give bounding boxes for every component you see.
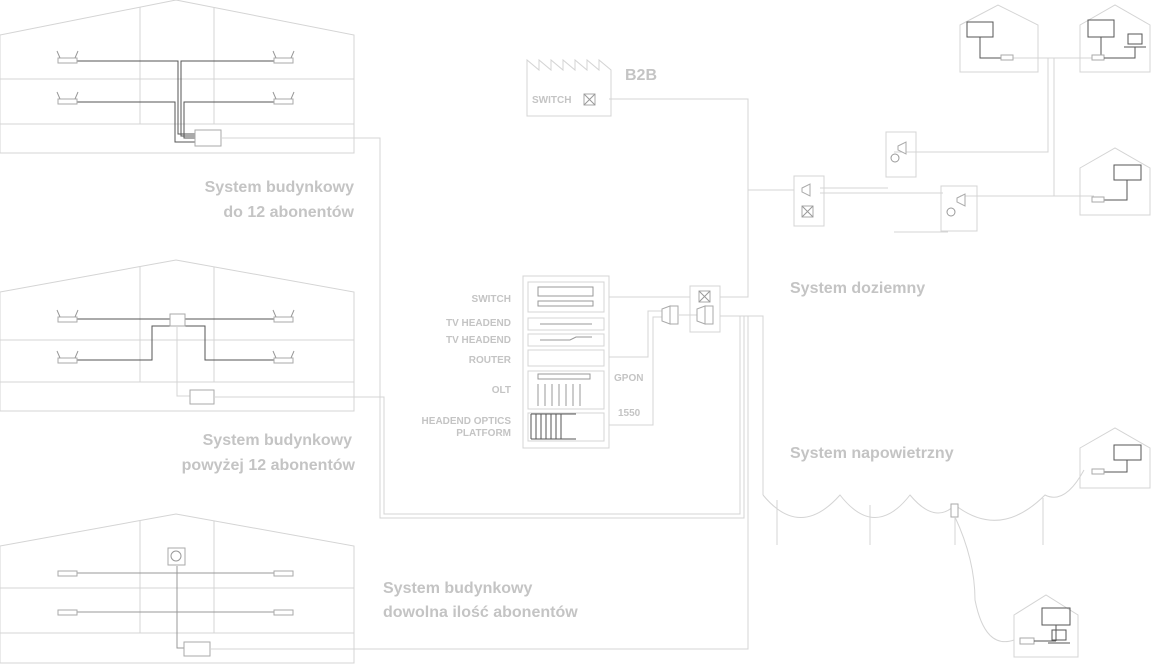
label-building2-line2: powyżej 12 abonentów <box>182 457 356 474</box>
rack-label-switch: SWITCH <box>472 294 511 305</box>
house <box>1079 147 1151 216</box>
house <box>1013 594 1079 658</box>
router-icon <box>57 570 78 577</box>
label-building1-line1: System budynkowy <box>205 179 354 196</box>
b2b-building <box>526 58 749 298</box>
building-1 <box>0 0 355 154</box>
rack-label-tv-headend-1: TV HEADEND <box>446 318 511 329</box>
aerial-network <box>762 469 1085 642</box>
label-1550: 1550 <box>618 408 641 419</box>
rack-label-headend-optics: HEADEND OPTICS <box>422 416 512 427</box>
house <box>1079 4 1151 73</box>
label-b2b: B2B <box>625 67 657 84</box>
label-aerial: System napowietrzny <box>790 445 954 462</box>
router-icon <box>56 91 79 105</box>
building-2 <box>0 259 355 412</box>
label-building2-line1: System budynkowy <box>203 432 352 449</box>
router-icon <box>56 350 79 364</box>
router-icon <box>272 50 295 64</box>
label-gpon: GPON <box>614 373 643 384</box>
rack-label-olt: OLT <box>492 385 511 396</box>
label-building3-line2: dowolna ilość abonentów <box>383 604 578 621</box>
router-icon <box>272 91 295 105</box>
underground-network <box>748 57 1094 233</box>
rack-label-platform: PLATFORM <box>456 428 511 439</box>
house <box>1079 427 1151 489</box>
router-icon <box>56 50 79 64</box>
label-building3-line1: System budynkowy <box>383 580 532 597</box>
router-icon <box>57 609 78 616</box>
label-underground: System doziemny <box>790 280 925 297</box>
rack-label-router: ROUTER <box>469 355 512 366</box>
building-3 <box>0 513 355 664</box>
router-icon <box>272 309 295 323</box>
router-icon <box>56 309 79 323</box>
router-icon <box>272 350 295 364</box>
label-b2b-switch: SWITCH <box>532 95 571 106</box>
router-icon <box>273 609 294 616</box>
label-building1-line2: do 12 abonentów <box>223 204 354 221</box>
house <box>959 4 1039 73</box>
router-icon <box>273 570 294 577</box>
server-rack <box>522 275 721 449</box>
rack-label-tv-headend-2: TV HEADEND <box>446 335 511 346</box>
